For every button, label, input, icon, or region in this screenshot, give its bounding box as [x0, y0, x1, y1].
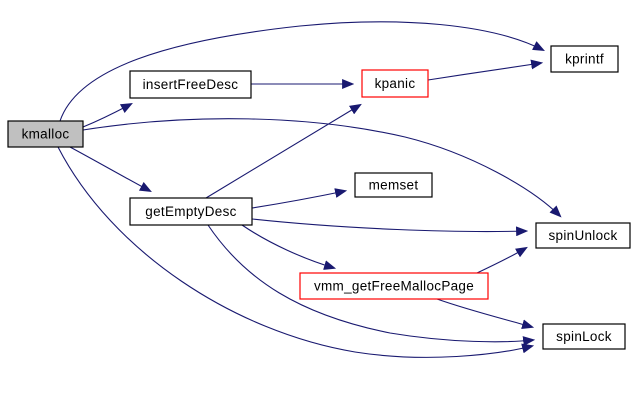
- node-insertFreeDesc[interactable]: insertFreeDesc: [129, 70, 252, 99]
- node-box[interactable]: [361, 69, 429, 98]
- node-kprintf[interactable]: kprintf: [550, 45, 619, 73]
- node-label: vmm_getFreeMallocPage: [314, 279, 474, 294]
- node-spinUnlock[interactable]: spinUnlock: [535, 222, 631, 249]
- node-box[interactable]: [129, 70, 252, 99]
- node-label: spinLock: [556, 329, 612, 344]
- node-box: [7, 120, 84, 148]
- node-label: spinUnlock: [548, 228, 617, 243]
- node-box[interactable]: [129, 197, 253, 226]
- node-vmm_getFreeMallocPage[interactable]: vmm_getFreeMallocPage: [299, 272, 489, 300]
- node-memset[interactable]: memset: [354, 172, 433, 198]
- node-label: kmalloc: [22, 127, 70, 142]
- edge-kmalloc-to-getEmptyDesc: [69, 146, 152, 193]
- node-label: kprintf: [565, 52, 604, 67]
- node-spinLock[interactable]: spinLock: [542, 323, 626, 350]
- node-box[interactable]: [542, 323, 626, 350]
- node-label: getEmptyDesc: [145, 204, 236, 219]
- node-box[interactable]: [535, 222, 631, 249]
- edge-kmalloc-to-insertFreeDesc: [82, 102, 133, 128]
- edge-kmalloc-to-spinUnlock: [82, 118, 562, 218]
- edge-vmm_getFreeMallocPage-to-spinUnlock: [476, 246, 528, 274]
- node-box[interactable]: [550, 45, 619, 73]
- edge-getEmptyDesc-to-memset: [251, 188, 348, 209]
- edge-kmalloc-to-spinLock: [57, 146, 535, 358]
- edge-getEmptyDesc-to-spinLock: [207, 224, 536, 346]
- edge-kpanic-to-kprintf: [427, 59, 544, 81]
- node-label: memset: [369, 178, 419, 193]
- edge-kmalloc-to-kprintf: [59, 21, 545, 122]
- node-getEmptyDesc[interactable]: getEmptyDesc: [129, 197, 253, 226]
- node-kmalloc: kmalloc: [7, 120, 84, 148]
- node-box[interactable]: [299, 272, 489, 300]
- edge-getEmptyDesc-to-spinUnlock: [251, 218, 529, 237]
- node-box[interactable]: [354, 172, 433, 198]
- node-label: kpanic: [375, 76, 416, 91]
- edge-getEmptyDesc-to-vmm_getFreeMallocPage: [241, 224, 337, 270]
- edge-getEmptyDesc-to-kpanic: [205, 103, 362, 199]
- node-kpanic[interactable]: kpanic: [361, 69, 429, 98]
- node-label: insertFreeDesc: [143, 77, 239, 92]
- edge-vmm_getFreeMallocPage-to-spinLock: [436, 298, 535, 330]
